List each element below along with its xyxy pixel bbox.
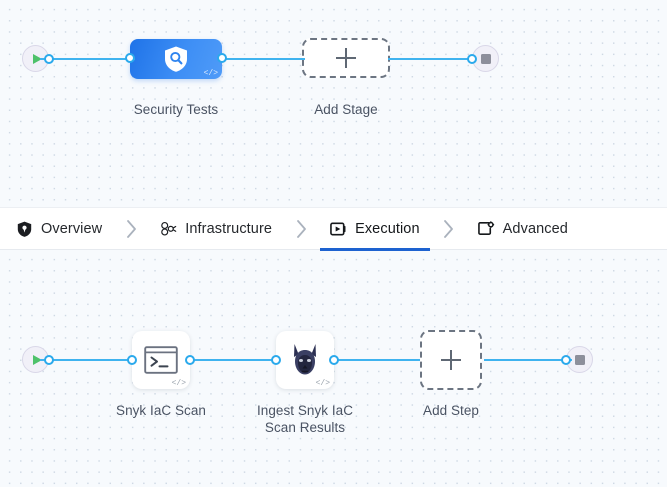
play-icon [32,53,42,64]
step-output-port[interactable] [185,355,195,365]
add-stage-button[interactable] [302,38,390,78]
stage-link-end [388,58,476,60]
shield-icon [16,220,33,237]
execution-icon [330,220,347,237]
code-badge: </> [171,379,186,388]
step-link-1 [192,359,278,361]
tab-overview-label: Overview [41,220,103,237]
add-step-node[interactable] [420,330,482,390]
start-output-port[interactable] [44,54,54,64]
step-card[interactable]: </> [276,331,334,389]
step-card[interactable]: </> [132,331,190,389]
step-input-port[interactable] [271,355,281,365]
tab-infrastructure-label: Infrastructure [185,220,273,237]
code-badge: </> [203,69,218,78]
step-link-end [484,359,572,361]
step-node-label: Ingest Snyk IaC Scan Results [256,403,354,435]
play-icon [32,354,42,365]
tab-execution-label: Execution [355,220,420,237]
step-start-node[interactable] [22,346,54,373]
stop-icon [480,53,491,64]
infrastructure-icon [160,220,177,237]
add-stage-label: Add Stage [314,102,378,117]
stage-canvas[interactable]: </> Security Tests Add Stage [0,0,667,207]
start-output-port[interactable] [44,355,54,365]
stage-input-port[interactable] [125,53,135,63]
step-link-2 [336,359,420,361]
tab-execution[interactable]: Execution [320,208,430,251]
chevron-right-icon [104,219,158,238]
chevron-right-icon [422,219,476,238]
snyk-doberman-icon [294,344,316,375]
tab-overview[interactable]: Overview [14,208,104,250]
stage-output-port[interactable] [217,53,227,63]
stage-node-security-tests[interactable]: </> [125,39,227,79]
add-step-button[interactable] [420,330,482,390]
step-canvas[interactable]: </> Snyk IaC Scan </> Ingest Snyk IaC Sc… [0,250,667,487]
stop-icon [574,354,585,365]
pipeline-tabbar[interactable]: Overview Infrastructure Execution [0,207,667,251]
step-link-start [40,359,132,361]
terminal-icon [144,346,178,374]
advanced-gear-icon [477,220,495,237]
end-input-port[interactable] [467,54,477,64]
stage-node-label: Security Tests [133,102,219,117]
step-end-node[interactable] [561,346,593,373]
add-step-label: Add Step [423,403,479,418]
chevron-right-icon [274,219,328,238]
stage-end-node[interactable] [467,45,499,72]
end-input-port[interactable] [561,355,571,365]
add-stage-node[interactable] [302,38,390,78]
tab-advanced-label: Advanced [502,220,568,237]
end-circle [566,346,593,373]
step-node-snyk-iac-scan[interactable]: </> [127,331,195,389]
step-output-port[interactable] [329,355,339,365]
step-node-label: Snyk IaC Scan [116,403,206,418]
step-input-port[interactable] [127,355,137,365]
code-badge: </> [315,379,330,388]
stage-link-start [40,58,135,60]
stage-start-node[interactable] [22,45,54,72]
tab-infrastructure[interactable]: Infrastructure [158,208,274,250]
stage-link-mid [220,58,305,60]
stage-box[interactable]: </> [130,39,222,79]
plus-icon [441,350,461,370]
tab-advanced[interactable]: Advanced [476,208,570,250]
plus-icon [336,48,356,68]
shield-search-icon [165,46,187,72]
step-node-ingest-snyk-results[interactable]: </> [271,331,339,389]
